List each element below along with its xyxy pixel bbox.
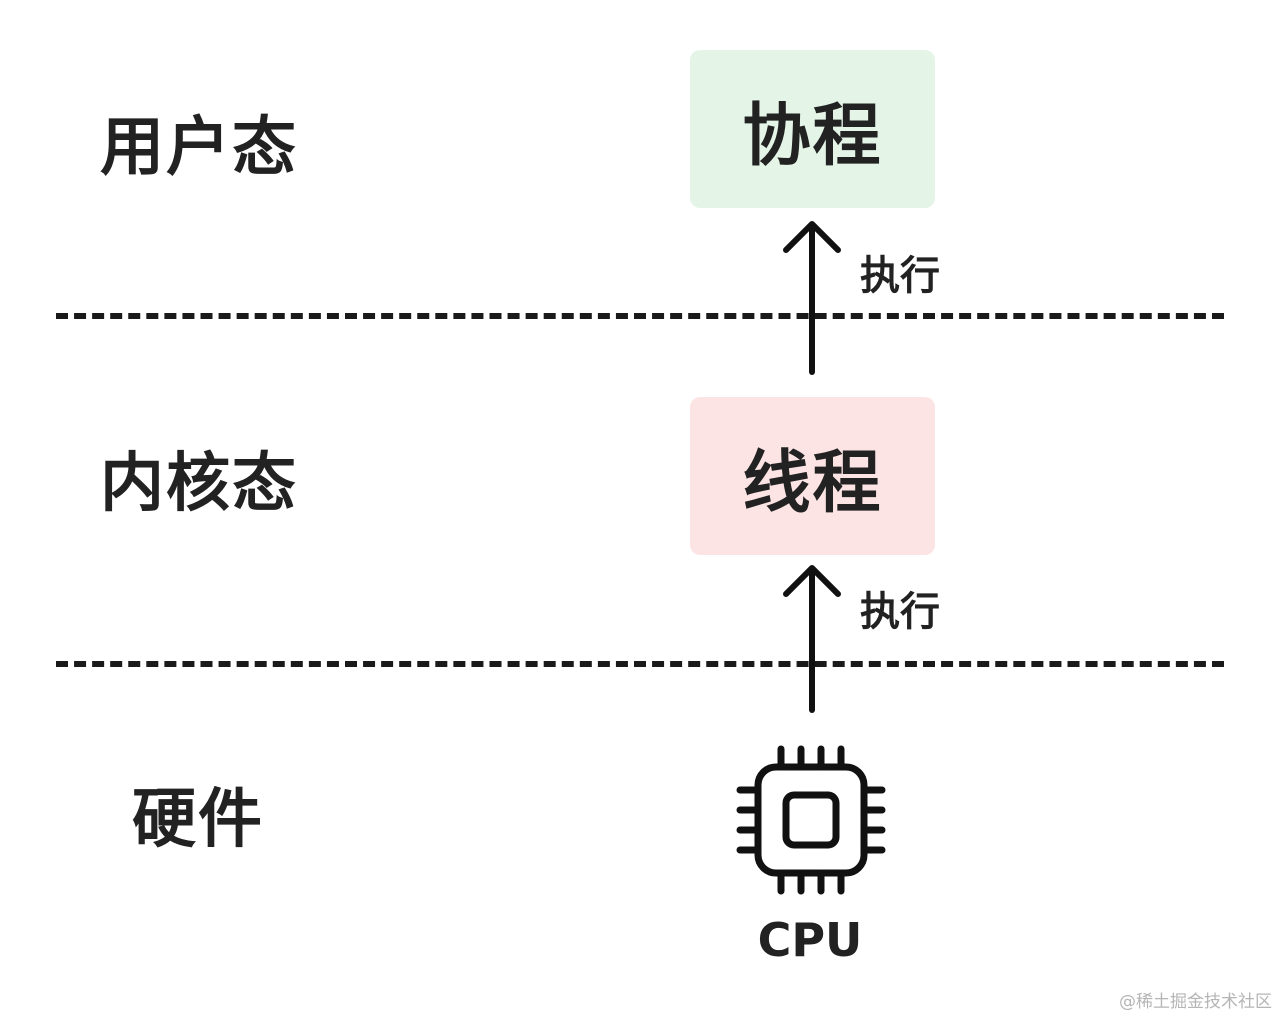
upper-arrow [783, 221, 841, 375]
coroutine-box: 协程 [690, 50, 935, 208]
layer-label-hardware: 硬件 [132, 783, 264, 857]
layer-label-user-mode: 用户态 [100, 111, 298, 185]
upper-execute-label: 执行 [860, 253, 940, 299]
divider-user-kernel [56, 313, 1224, 319]
lower-arrow [783, 565, 841, 713]
coroutine-label: 协程 [742, 96, 883, 176]
thread-label: 线程 [742, 443, 883, 523]
thread-box: 线程 [690, 397, 935, 555]
watermark: @稀土掘金技术社区 [1119, 992, 1272, 1012]
lower-execute-label: 执行 [860, 589, 940, 635]
cpu-label: CPU [757, 913, 863, 967]
cpu-chip-icon [736, 745, 886, 895]
divider-kernel-hardware [56, 661, 1224, 667]
layer-label-kernel-mode: 内核态 [100, 447, 298, 521]
